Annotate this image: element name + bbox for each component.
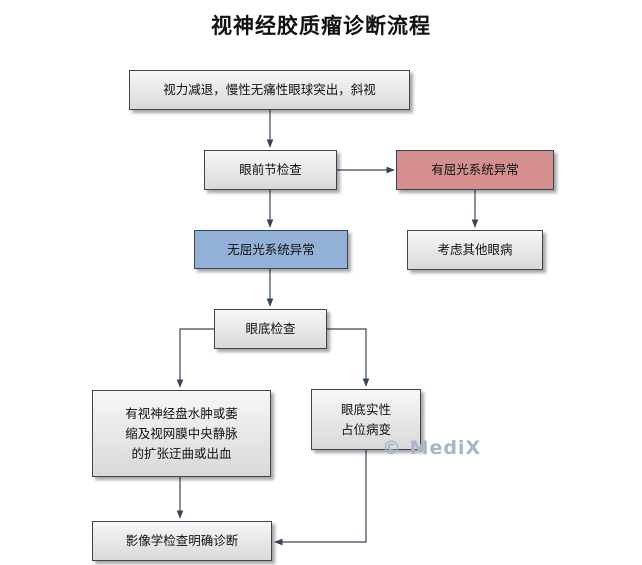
arrow-fundus-to-disc (176, 328, 214, 388)
diagram-title: 视神经胶质瘤诊断流程 (211, 14, 431, 38)
node-disc-edema: 有视神经盘水肿或萎 缩及视网膜中央静脉 的扩张迂曲或出血 (92, 390, 271, 477)
arrow-fundus-to-lesion (327, 328, 370, 387)
node-imaging: 影像学检查明确诊断 (92, 521, 272, 561)
node-fundus-lesion: 眼底实性 占位病变 (311, 389, 421, 450)
node-refractive-abnormal: 有屈光系统异常 (396, 150, 554, 190)
node-no-refractive-abnormal: 无屈光系统异常 (194, 230, 348, 269)
node-symptoms: 视力减退，慢性无痛性眼球突出，斜视 (129, 70, 410, 110)
node-consider-other: 考虑其他眼病 (407, 230, 543, 270)
node-anterior-exam: 眼前节检查 (204, 150, 337, 190)
watermark-logo: © MediX (382, 437, 482, 459)
arrow-lesion-to-imaging (274, 450, 367, 546)
node-fundus-exam: 眼底检查 (214, 309, 327, 349)
